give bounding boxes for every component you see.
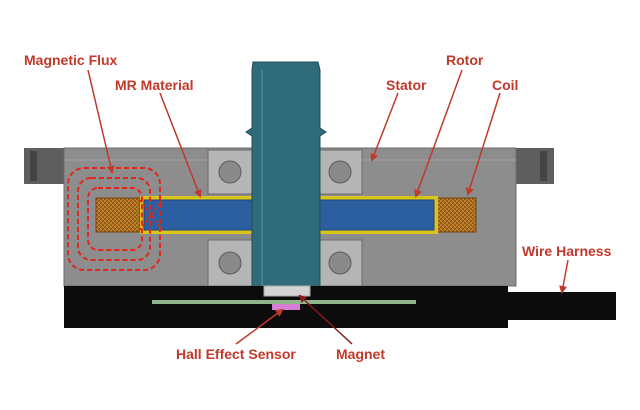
- leader-lines: [87, 69, 569, 345]
- circuit-board: [152, 300, 416, 304]
- leader-mr-material: [159, 92, 202, 198]
- leader-stator: [370, 92, 399, 162]
- leader-coil: [465, 92, 501, 196]
- coil-left: [95, 197, 141, 233]
- magnet: [263, 285, 311, 297]
- leader-magnet: [298, 294, 353, 345]
- flux-crossing-mark: [139, 199, 163, 231]
- magnetic-flux-loops: [67, 167, 161, 271]
- wire-harness: [508, 292, 616, 320]
- leader-magnetic-flux: [87, 69, 115, 174]
- coil-right: [431, 197, 477, 233]
- right-mounting-tab: [516, 148, 554, 184]
- leader-wire-harness: [559, 259, 569, 294]
- hall-effect-sensor: [272, 304, 300, 310]
- leader-hall-effect-sensor: [235, 308, 284, 345]
- shaft: [245, 61, 327, 291]
- leader-rotor: [414, 69, 463, 198]
